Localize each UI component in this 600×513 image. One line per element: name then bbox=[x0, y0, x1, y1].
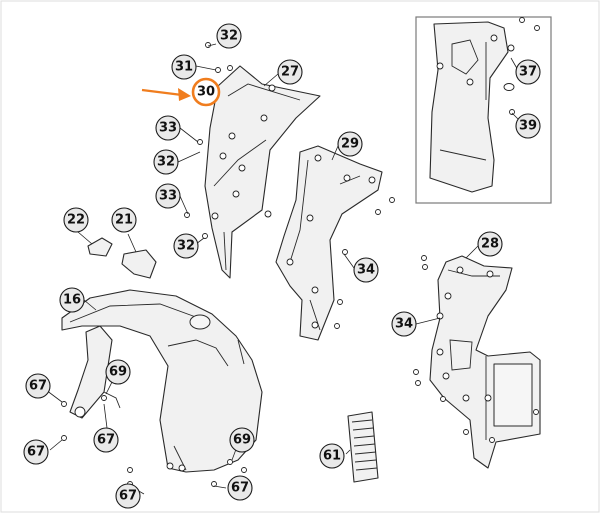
callout-label: 21 bbox=[115, 213, 133, 228]
callout-16: 16 bbox=[59, 287, 85, 313]
callout-label: 67 bbox=[119, 489, 137, 504]
callout-61: 61 bbox=[319, 443, 345, 469]
grommet-37 bbox=[507, 44, 515, 52]
callout-label: 16 bbox=[63, 293, 81, 308]
callout-label: 30 bbox=[197, 85, 215, 100]
callout-label: 69 bbox=[109, 365, 127, 380]
side-cover-part-28 bbox=[413, 255, 541, 469]
callout-label: 69 bbox=[233, 433, 251, 448]
callout-69: 69 bbox=[105, 359, 131, 385]
callout-34: 34 bbox=[391, 311, 417, 337]
callout-label: 28 bbox=[481, 237, 499, 252]
callout-label: 67 bbox=[231, 481, 249, 496]
highlight-arrow bbox=[141, 88, 191, 101]
callout-label: 33 bbox=[159, 189, 177, 204]
callout-label: 33 bbox=[159, 121, 177, 136]
callout-21: 21 bbox=[111, 207, 137, 233]
fender-bracket-69 bbox=[61, 325, 247, 487]
callout-label: 27 bbox=[281, 65, 299, 80]
side-cover-part-27 bbox=[184, 42, 321, 279]
callout-label: 34 bbox=[395, 317, 413, 332]
inset-detail-box bbox=[415, 16, 552, 204]
bracket-part-22 bbox=[77, 231, 113, 257]
callout-34: 34 bbox=[353, 257, 379, 283]
callout-67: 67 bbox=[25, 373, 51, 399]
bracket-part-21 bbox=[121, 233, 157, 279]
front-fender-part-16 bbox=[61, 289, 263, 473]
callout-33: 33 bbox=[155, 115, 181, 141]
callout-label: 22 bbox=[67, 213, 85, 228]
callout-label: 34 bbox=[357, 263, 375, 278]
callout-label: 61 bbox=[323, 449, 341, 464]
inset-bracket-part bbox=[429, 21, 509, 193]
callout-label: 67 bbox=[29, 379, 47, 394]
callout-37: 37 bbox=[515, 59, 541, 85]
callout-label: 67 bbox=[27, 445, 45, 460]
callout-31: 31 bbox=[171, 54, 197, 80]
callout-label: 32 bbox=[220, 29, 238, 44]
callout-67: 67 bbox=[93, 427, 119, 453]
callout-39: 39 bbox=[515, 113, 541, 139]
callout-label: 31 bbox=[175, 60, 193, 75]
filter-pad-part-61 bbox=[347, 411, 379, 483]
callout-label: 32 bbox=[177, 239, 195, 254]
callout-67: 67 bbox=[115, 483, 141, 509]
callout-label: 29 bbox=[341, 137, 359, 152]
callout-28: 28 bbox=[477, 231, 503, 257]
callouts: 32 31 30 27 33 32 33 32 29 34 22 bbox=[23, 23, 541, 509]
callout-label: 39 bbox=[519, 119, 537, 134]
callout-label: 32 bbox=[157, 155, 175, 170]
callout-67: 67 bbox=[227, 475, 253, 501]
callout-33: 33 bbox=[155, 183, 181, 209]
callout-32: 32 bbox=[216, 23, 242, 49]
callout-32: 32 bbox=[153, 149, 179, 175]
callout-30-highlighted: 30 bbox=[191, 77, 221, 107]
callout-label: 37 bbox=[519, 65, 537, 80]
screw-39 bbox=[509, 109, 515, 115]
callout-67: 67 bbox=[23, 439, 49, 465]
callout-69: 69 bbox=[229, 427, 255, 453]
callout-29: 29 bbox=[337, 131, 363, 157]
callout-22: 22 bbox=[63, 207, 89, 233]
callout-32: 32 bbox=[173, 233, 199, 259]
side-cover-part-29 bbox=[275, 145, 395, 341]
callout-label: 67 bbox=[97, 433, 115, 448]
callout-27: 27 bbox=[277, 59, 303, 85]
